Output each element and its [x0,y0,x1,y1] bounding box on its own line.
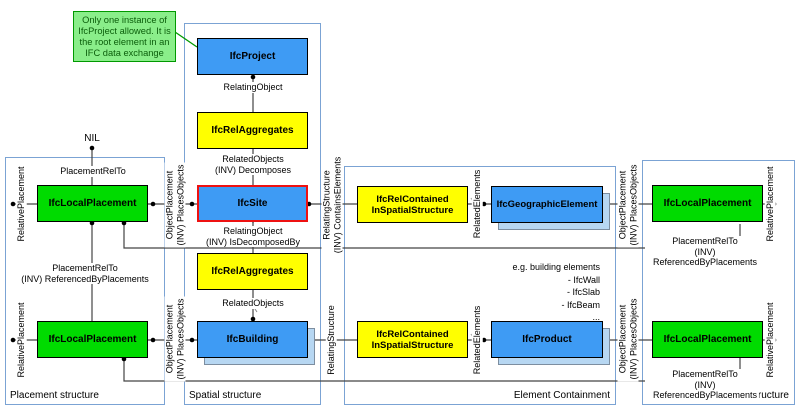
label-related-objects-decomposes: RelatedObjects (INV) Decomposes [212,154,294,175]
label-placement-rel-to: PlacementRelTo [58,166,128,177]
box-ifcsite: IfcSite [197,185,308,222]
box-ifcrelaggregates-2: IfcRelAggregates [197,253,308,290]
vlabel-relating-structure: RelatingStructure [325,303,337,377]
vlabel-relating-structure-contains: RelatingStructure (INV) ContainsElements [321,154,343,256]
label-placement-rel-to-referenced-top-right: PlacementRelTo (INV) ReferencedByPlaceme… [650,236,760,268]
box-ifcproject: IfcProject [197,38,308,75]
box-ifcbuilding: IfcBuilding [197,321,308,358]
container-label-element-containment: Element Containment [513,390,610,401]
note-connector-line [174,31,198,48]
vlabel-relative-placement-bottom-right: RelativePlacement [764,300,776,380]
vlabel-relative-placement-bottom-left: RelativePlacement [15,300,27,380]
vlabel-relative-placement-top-right: RelativePlacement [764,164,776,244]
vlabel-related-elements-bottom: RelatedElements [471,303,483,377]
box-ifcproduct: IfcProduct [491,321,603,358]
box-ifcgeographicelement: IfcGeographicElement [491,186,603,223]
ifcproject-note: Only one instance of IfcProject allowed.… [73,11,176,62]
container-placement-structure-left: Placement structure [5,157,165,405]
vlabel-object-placement-bottom-right: ObjectPlacement (INV) PlacesObjects [617,296,639,382]
wire-referencedby-loop-top [123,222,645,249]
building-elements-annotation: e.g. building elements - IfcWall - IfcSl… [512,262,600,322]
container-label-spatial: Spatial structure [189,390,262,401]
box-ifclocalplacement-bottom-right: IfcLocalPlacement [652,321,763,358]
label-relating-object: RelatingObject [221,82,285,93]
label-related-objects: RelatedObjects [220,298,286,309]
vlabel-object-placement-bottom-left: ObjectPlacement (INV) PlacesObjects [164,296,186,382]
box-ifclocalplacement-top-right: IfcLocalPlacement [652,185,763,222]
label-placement-rel-to-referenced-left: PlacementRelTo (INV) ReferencedByPlaceme… [19,263,151,284]
wire-referencedby-loop-bottom [123,358,645,382]
box-ifcrelaggregates-1: IfcRelAggregates [197,112,308,149]
box-ifclocalplacement-top-left: IfcLocalPlacement [37,185,148,222]
label-placement-rel-to-referenced-bottom-right: PlacementRelTo (INV) ReferencedByPlaceme… [650,369,760,401]
box-ifcrelcontained-top: IfcRelContained InSpatialStructure [357,186,468,223]
box-ifcrelcontained-bottom: IfcRelContained InSpatialStructure [357,321,468,358]
container-element-containment: Element Containment [344,166,616,405]
container-label-placement-left: Placement structure [10,390,99,401]
vlabel-related-elements-top: RelatedElements [471,167,483,241]
vlabel-object-placement-top-right: ObjectPlacement (INV) PlacesObjects [617,162,639,248]
vlabel-object-placement-top-left: ObjectPlacement (INV) PlacesObjects [164,162,186,248]
nil-label: NIL [84,133,100,144]
label-relating-object-isdecomposedby: RelatingObject (INV) IsDecomposedBy [203,226,303,247]
vlabel-relative-placement-top-left: RelativePlacement [15,164,27,244]
box-ifclocalplacement-bottom-left: IfcLocalPlacement [37,321,148,358]
